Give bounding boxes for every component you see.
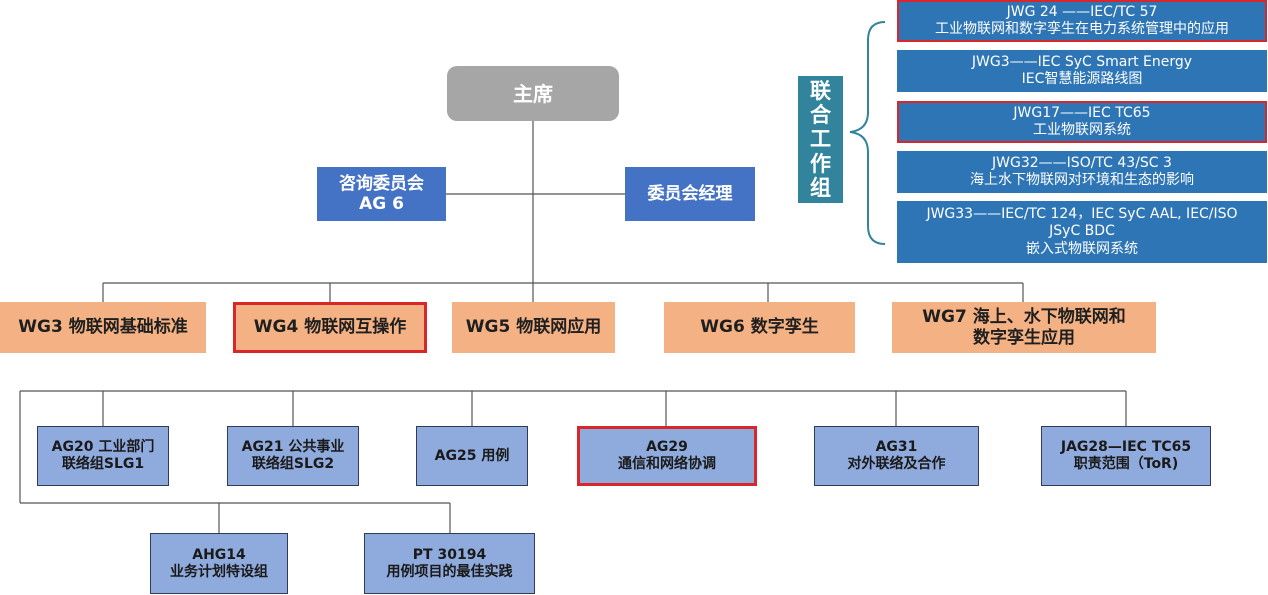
ag-line: AG31 [875, 439, 918, 456]
wg-label: WG5 物联网应用 [465, 317, 602, 338]
manager-label: 委员会经理 [647, 183, 733, 204]
chair-box: 主席 [447, 66, 619, 121]
jwg-line: 工业物联网系统 [1033, 122, 1131, 138]
bottom-box: AHG14 业务计划特设组 [150, 533, 288, 594]
jwg-line: IEC智慧能源路线图 [1021, 71, 1143, 87]
chair-label: 主席 [513, 81, 553, 106]
jwg-line: JWG32——ISO/TC 43/SC 3 [992, 154, 1172, 171]
advisory-committee-box: 咨询委员会 AG 6 [317, 167, 446, 221]
joint-working-group-label: 联合工作组 [798, 76, 843, 203]
ag-box: AG31 对外联络及合作 [814, 426, 979, 486]
joint-label-char: 合 [810, 103, 831, 128]
bottom-line: AHG14 [192, 546, 246, 563]
jwg-box: JWG3——IEC SyC Smart Energy IEC智慧能源路线图 [897, 50, 1267, 92]
wg-label: WG7 海上、水下物联网和 [922, 307, 1126, 328]
jwg-line: JWG 24 ——IEC/TC 57 [1006, 3, 1158, 20]
joint-label-char: 工 [810, 127, 831, 152]
wg-label: 数字孪生应用 [973, 327, 1075, 348]
jwg-box: JWG32——ISO/TC 43/SC 3 海上水下物联网对环境和生态的影响 [897, 151, 1267, 193]
bottom-line: 用例项目的最佳实践 [386, 563, 513, 580]
wg-box: WG5 物联网应用 [452, 302, 615, 353]
ag-line: AG29 [646, 439, 688, 456]
jwg-line: 嵌入式物联网系统 [1026, 240, 1138, 257]
ag-line: AG20 工业部门 [51, 439, 155, 456]
ag-line: AG25 用例 [434, 447, 510, 464]
ag-line: 联络组SLG2 [251, 456, 335, 472]
wg-label: WG3 物联网基础标准 [18, 317, 188, 338]
bottom-line: 业务计划特设组 [170, 563, 268, 580]
jwg-line: JWG33——IEC/TC 124，IEC SyC AAL, IEC/ISO [926, 205, 1238, 222]
bottom-box: PT 30194 用例项目的最佳实践 [364, 533, 535, 594]
jwg-box: JWG 24 ——IEC/TC 57 工业物联网和数字孪生在电力系统管理中的应用 [897, 0, 1267, 42]
ag-box: AG25 用例 [416, 426, 528, 486]
wg-box: WG4 物联网互操作 [233, 302, 427, 353]
ag-line: AG21 公共事业 [241, 439, 345, 456]
jwg-line: JWG17——IEC TC65 [1013, 104, 1151, 121]
bottom-line: PT 30194 [412, 546, 487, 563]
joint-label-char: 联 [810, 79, 831, 104]
ag-box: AG21 公共事业 联络组SLG2 [227, 426, 359, 486]
jwg-line: 工业物联网和数字孪生在电力系统管理中的应用 [935, 21, 1229, 37]
joint-label-char: 作 [810, 151, 831, 176]
ag-line: 对外联络及合作 [847, 456, 946, 472]
ag-line: JAG28—IEC TC65 [1060, 439, 1192, 456]
wg-label: WG4 物联网互操作 [253, 317, 407, 338]
committee-manager-box: 委员会经理 [625, 167, 755, 221]
advisory-line-1: 咨询委员会 [339, 173, 424, 194]
wg-label: WG6 数字孪生 [700, 317, 819, 338]
ag-box: AG29 通信和网络协调 [577, 426, 757, 486]
ag-box: AG20 工业部门 联络组SLG1 [37, 426, 169, 486]
wg-box: WG7 海上、水下物联网和 数字孪生应用 [892, 302, 1156, 353]
ag-box: JAG28—IEC TC65 职责范围（ToR) [1041, 426, 1211, 486]
joint-label-char: 组 [810, 175, 831, 200]
jwg-box: JWG33——IEC/TC 124，IEC SyC AAL, IEC/ISO J… [897, 201, 1267, 263]
joint-label-text: 联合工作组 [810, 79, 831, 200]
ag-line: 联络组SLG1 [61, 456, 145, 472]
ag-line: 通信和网络协调 [618, 456, 716, 472]
jwg-box: JWG17——IEC TC65 工业物联网系统 [897, 101, 1267, 143]
jwg-line: JSyC BDC [1049, 223, 1115, 240]
ag-line: 职责范围（ToR) [1073, 456, 1179, 472]
jwg-line: JWG3——IEC SyC Smart Energy [971, 53, 1193, 70]
wg-box: WG6 数字孪生 [664, 302, 855, 353]
jwg-line: 海上水下物联网对环境和生态的影响 [970, 172, 1194, 188]
advisory-line-2: AG 6 [359, 194, 404, 214]
wg-box: WG3 物联网基础标准 [0, 302, 206, 353]
